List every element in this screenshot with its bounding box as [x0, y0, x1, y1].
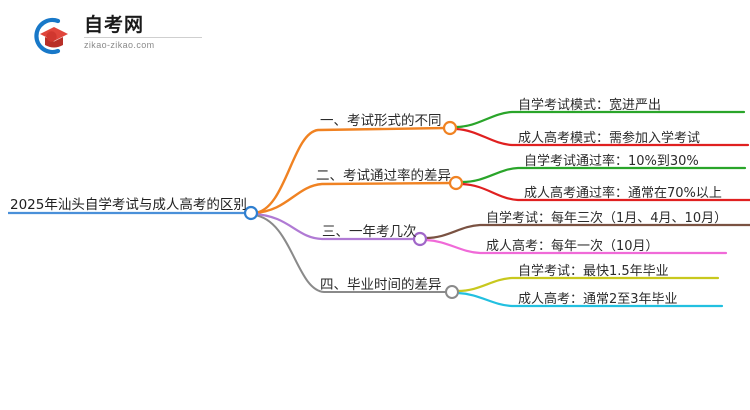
mindmap-leaf-label-4-1[interactable]: 自学考试：最快1.5年毕业: [518, 264, 669, 279]
mindmap-leaf-label-2-2[interactable]: 成人高考通过率：通常在70%以上: [524, 186, 722, 201]
edge-root-branch-3: [252, 212, 418, 241]
mindmap-branch-label-4[interactable]: 四、毕业时间的差异: [320, 277, 442, 293]
logo-text: 自考网 zikao-zikao.com: [84, 14, 206, 50]
mindmap-leaf-label-3-2[interactable]: 成人高考：每年一次（10月）: [486, 239, 659, 254]
edge-root-branch-4: [253, 214, 449, 293]
mindmap-leaf-label-1-2[interactable]: 成人高考模式：需参加入学考试: [518, 131, 701, 146]
edge-branch-3-child-2: [424, 238, 728, 255]
mindmap-branch-label-2[interactable]: 二、考试通过率的差异: [316, 168, 451, 184]
edge-root-branch-2: [252, 181, 454, 215]
mindmap-leaf-label-3-1[interactable]: 自学考试：每年三次（1月、4月、10月）: [486, 211, 728, 226]
edge-branch-4-child-2: [456, 291, 724, 308]
edge-branch-1-child-1: [454, 110, 746, 129]
node-branch-2[interactable]: [448, 175, 464, 191]
mindmap-leaf-label-1-1[interactable]: 自学考试模式：宽进严出: [518, 98, 662, 113]
graduation-cap-logo-icon: [28, 14, 74, 58]
logo-title: 自考网: [84, 14, 145, 36]
mindmap-branch-label-3[interactable]: 三、一年考几次: [322, 224, 417, 240]
logo-subtitle: zikao-zikao.com: [84, 40, 155, 50]
node-branch-4[interactable]: [445, 285, 459, 299]
mindmap-root-label[interactable]: 2025年汕头自学考试与成人高考的区别: [10, 197, 247, 213]
node-root[interactable]: [243, 205, 259, 221]
node-branch-3[interactable]: [412, 231, 428, 247]
edge-branch-2-child-2: [460, 182, 750, 202]
mindmap-leaf-label-2-1[interactable]: 自学考试通过率：10%到30%: [524, 154, 699, 169]
edge-root-branch-1: [252, 126, 448, 215]
site-logo: 自考网 zikao-zikao.com: [28, 12, 208, 60]
edge-branch-4-child-1: [456, 276, 720, 293]
edge-branch-2-child-1: [460, 166, 747, 184]
mindmap-branch-label-1[interactable]: 一、考试形式的不同: [320, 113, 442, 129]
logo-divider: [84, 37, 202, 38]
node-branch-1[interactable]: [442, 120, 458, 136]
edge-branch-3-child-1: [424, 223, 750, 240]
mindmap-leaf-label-4-2[interactable]: 成人高考：通常2至3年毕业: [518, 292, 678, 307]
edge-branch-1-child-2: [454, 127, 750, 147]
